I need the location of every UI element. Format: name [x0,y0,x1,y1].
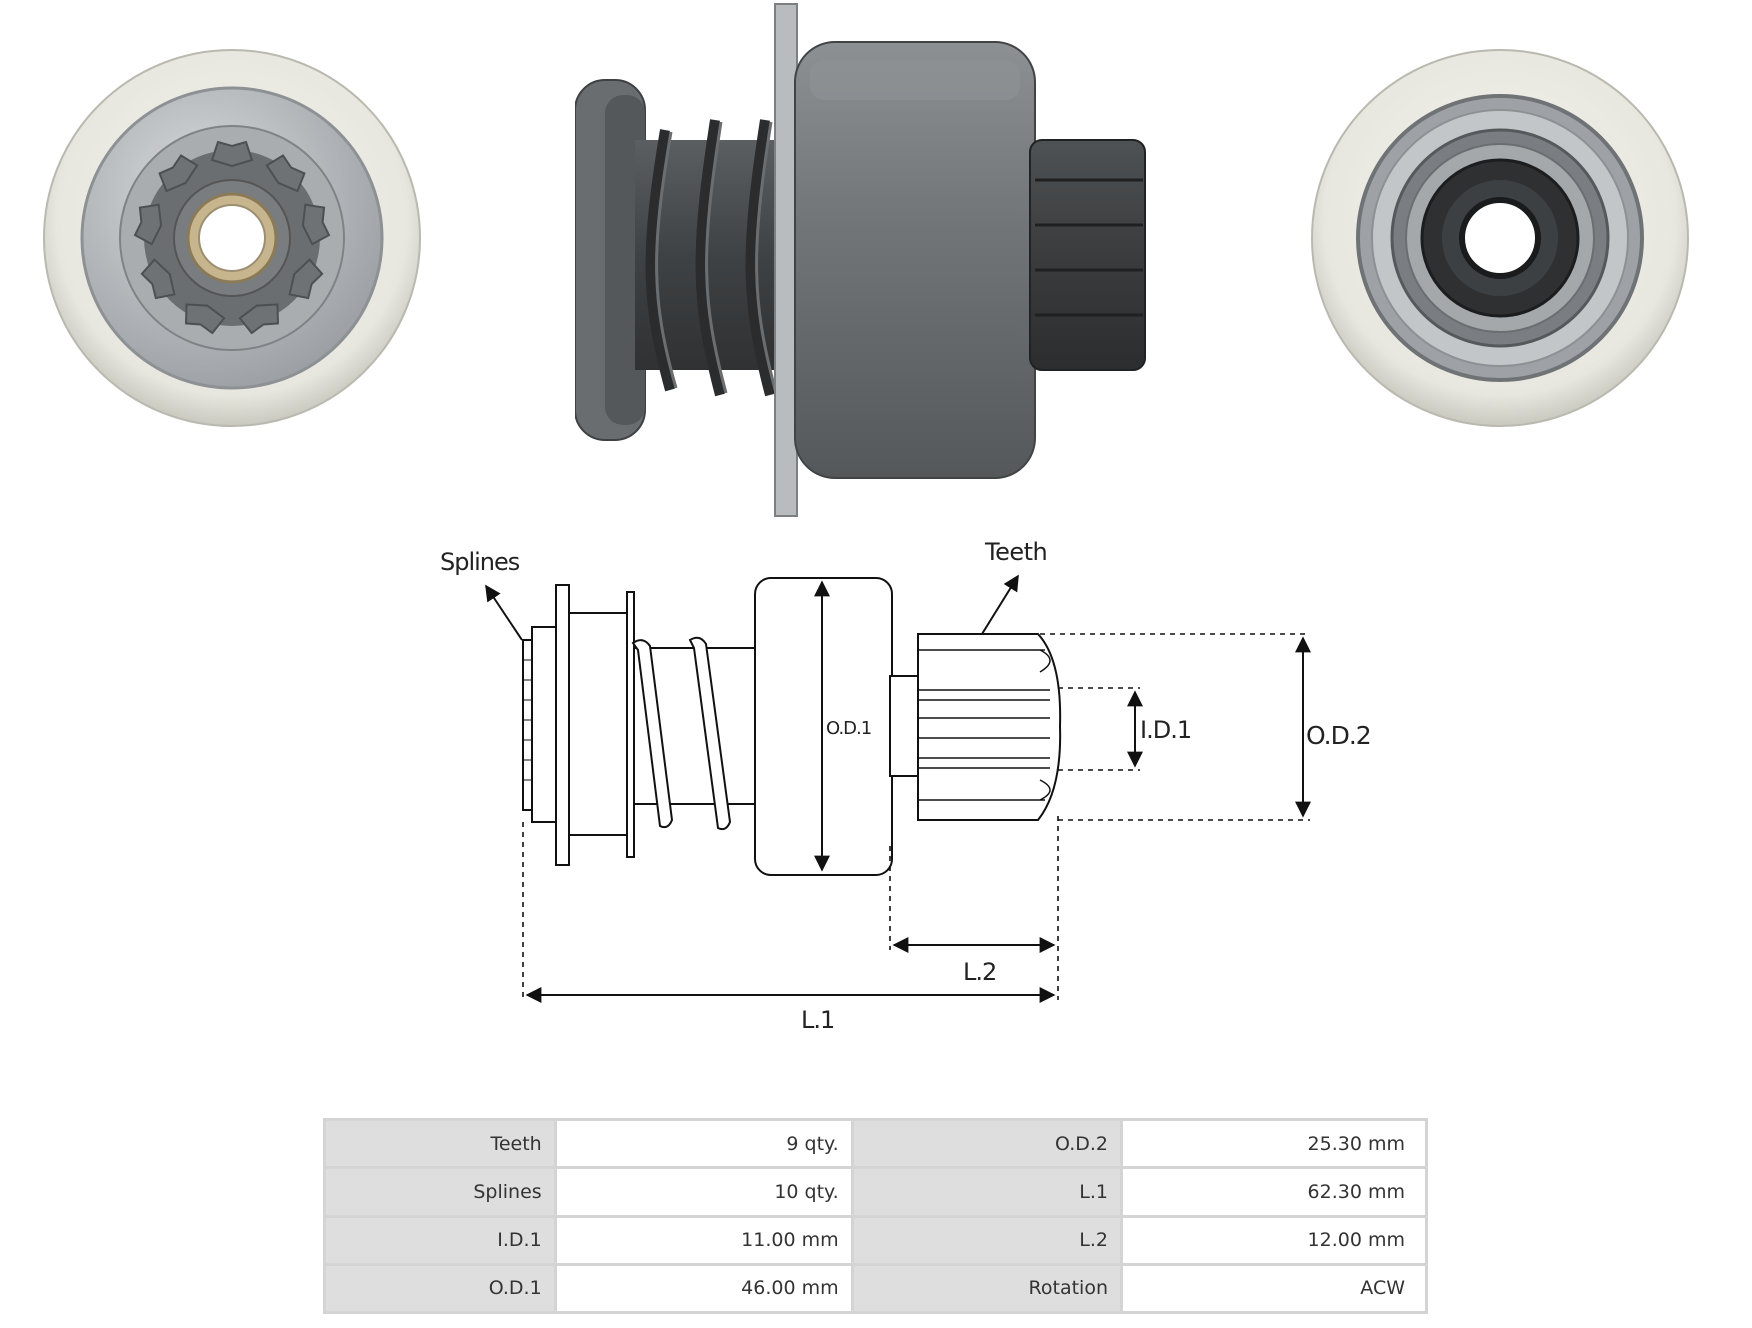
rear-collar [531,626,559,823]
spec-label: L.1 [853,1169,1121,1215]
spec-value: 25.30 mm [1123,1121,1425,1167]
l2-label: L.2 [963,958,996,986]
table-row: Splines 10 qty. L.1 62.30 mm [326,1169,1425,1215]
spec-value: 62.30 mm [1123,1169,1425,1215]
spec-label: O.D.1 [326,1265,554,1311]
photo-back-view [1311,49,1689,427]
spec-label: L.2 [853,1217,1121,1263]
table-row: Teeth 9 qty. O.D.2 25.30 mm [326,1121,1425,1167]
teeth-label: Teeth [984,538,1047,566]
od1-label: O.D.1 [826,718,871,739]
spec-table: Teeth 9 qty. O.D.2 25.30 mm Splines 10 q… [323,1118,1428,1314]
od2-label: O.D.2 [1306,721,1371,750]
photo-front-view [43,49,421,427]
spec-value: 9 qty. [556,1121,851,1167]
splines-end [522,639,533,811]
table-row: O.D.1 46.00 mm Rotation ACW [326,1265,1425,1311]
spec-value: 10 qty. [556,1169,851,1215]
spec-value: ACW [1123,1265,1425,1311]
clutch-drum [754,577,893,876]
spec-label: Rotation [853,1265,1121,1311]
rear-flange [555,584,570,866]
neck [889,675,921,777]
spec-value: 11.00 mm [556,1217,851,1263]
technical-drawing: Splines Teeth O.D.1 I.D.1 O.D.2 L.2 L.1 [440,538,1372,1034]
id1-label: I.D.1 [1140,716,1191,744]
pinion [917,633,1062,821]
sleeve [568,612,630,836]
splines-leader [485,584,523,641]
teeth-leader [981,574,1019,635]
spec-label: I.D.1 [326,1217,554,1263]
spec-label: O.D.2 [853,1121,1121,1167]
table-row: I.D.1 11.00 mm L.2 12.00 mm [326,1217,1425,1263]
spec-value: 12.00 mm [1123,1217,1425,1263]
spec-label: Splines [326,1169,554,1215]
splines-label: Splines [440,548,520,576]
front-flange [626,591,635,858]
l1-label: L.1 [801,1006,834,1034]
spec-value: 46.00 mm [556,1265,851,1311]
spec-label: Teeth [326,1121,554,1167]
photo-side-view [575,3,1146,517]
spring [631,636,732,831]
